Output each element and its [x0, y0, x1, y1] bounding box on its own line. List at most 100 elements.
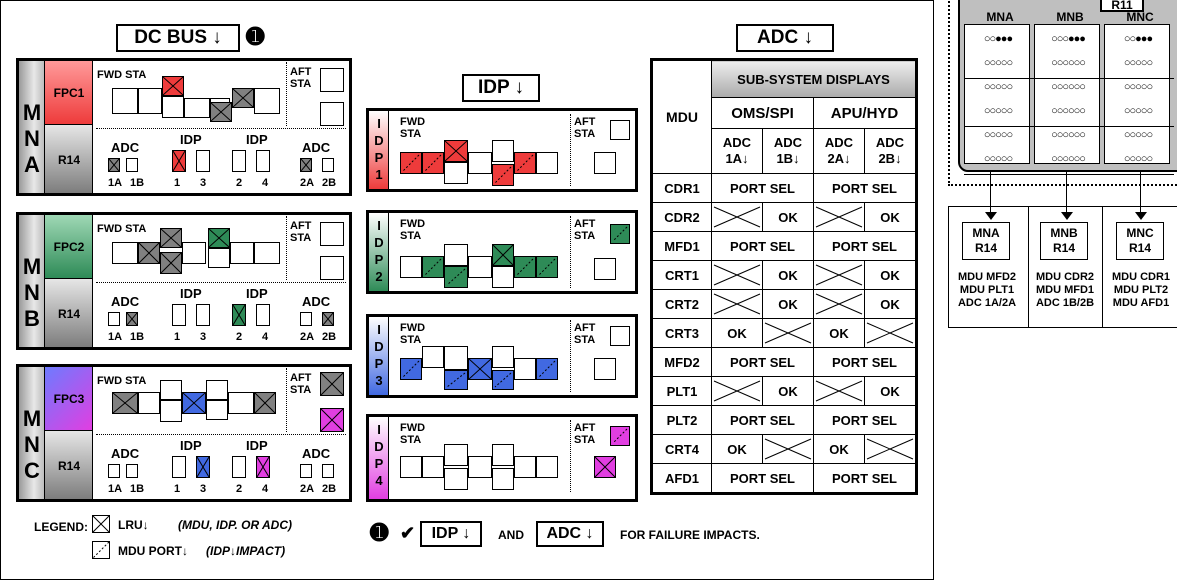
- r11-column: [1034, 24, 1100, 164]
- r14-line: MDU MFD1: [1035, 284, 1095, 296]
- group-label: ADC: [302, 294, 331, 309]
- failed-cell: [813, 289, 865, 319]
- box: [492, 346, 514, 368]
- idp-letter: I: [377, 422, 381, 437]
- r11-dots: ○○○○○: [983, 81, 1013, 93]
- r11-dots: ○○○○○○: [1051, 129, 1086, 141]
- group-label: IDP: [246, 132, 268, 147]
- group-label: IDP: [246, 286, 268, 301]
- failed-cell: [711, 260, 763, 290]
- r14-line: MDU PLT1: [959, 284, 1015, 296]
- box: [444, 346, 468, 370]
- port-number: 2: [236, 177, 243, 189]
- port-fail: [610, 426, 630, 446]
- ok-cell: OK: [762, 376, 814, 406]
- box: [444, 468, 468, 490]
- aft-sta-label: AFT STA: [574, 322, 596, 346]
- r14-line: MDU AFD1: [1112, 297, 1170, 309]
- lru-fail: [254, 392, 276, 414]
- port-sel-cell: PORT SEL: [813, 405, 917, 435]
- r14-line: MDU CDR2: [1035, 271, 1095, 283]
- port-number: 1A: [108, 483, 123, 495]
- divider: [570, 114, 571, 186]
- mn-panel-frame: [16, 58, 352, 196]
- group-label: IDP: [180, 286, 202, 301]
- box: [160, 400, 182, 422]
- box: [492, 140, 514, 162]
- idp-side-bar: [369, 213, 389, 291]
- box: [230, 242, 254, 264]
- ok-cell: OK: [864, 376, 917, 406]
- box: [112, 88, 138, 114]
- idp-title: IDP ↓: [462, 74, 540, 102]
- port-number: 2A: [300, 177, 315, 189]
- fpc-label: FPC2: [53, 240, 85, 254]
- port-fail: [536, 358, 558, 380]
- mdu-name: CRT1: [651, 260, 712, 290]
- box: [422, 456, 444, 478]
- r11-dots: ○○○●●●: [1051, 33, 1086, 45]
- box: [256, 304, 270, 326]
- arrow-head: [1135, 212, 1147, 220]
- box: [468, 256, 492, 278]
- lru-fail: [172, 150, 186, 172]
- box: [126, 158, 138, 172]
- port-number: 2: [236, 331, 243, 343]
- port-number: 1B: [130, 177, 145, 189]
- box: [126, 464, 138, 478]
- box: [610, 326, 630, 346]
- fwd-sta-label: FWD STA: [400, 116, 426, 140]
- r14-label: R14: [57, 307, 80, 321]
- idp-letter: P: [374, 252, 384, 267]
- divider: [96, 282, 346, 283]
- footnote-check: ✔: [400, 523, 416, 543]
- adc-title: ADC ↓: [736, 24, 834, 52]
- group-label: ADC: [302, 140, 331, 155]
- port-number: 1B: [130, 483, 145, 495]
- failed-cell: [711, 376, 763, 406]
- divider: [964, 78, 1174, 79]
- lru-fail: [160, 252, 182, 274]
- port-fail: [422, 256, 444, 278]
- r11-dots: ○○○○○: [983, 153, 1013, 165]
- box: [208, 248, 230, 268]
- legend-port-note: (IDP↓IMPACT): [206, 544, 286, 558]
- divider: [570, 216, 571, 288]
- mn-panel-frame: [16, 364, 352, 502]
- lru-fail: [208, 228, 230, 248]
- port-number: 3: [200, 331, 207, 343]
- box: [254, 242, 280, 264]
- ok-cell: OK: [864, 289, 917, 319]
- lru-fail: [256, 456, 270, 478]
- divider: [1028, 206, 1029, 328]
- failed-cell: [762, 434, 814, 464]
- idp-letter: D: [374, 235, 384, 250]
- legend-lru-icon: [92, 515, 110, 533]
- port-number: 1A: [108, 177, 123, 189]
- port-number: 2A: [300, 331, 315, 343]
- box: [184, 98, 210, 118]
- r11-dots: ○○○○○○: [1051, 105, 1086, 117]
- box: [468, 456, 492, 478]
- lru-fail: [160, 228, 182, 248]
- box: [322, 158, 334, 172]
- group-label: ADC: [111, 294, 140, 309]
- box: [196, 304, 210, 326]
- footnote-marker: ➊: [370, 520, 389, 545]
- group-label: ADC: [111, 140, 140, 155]
- box: [300, 312, 312, 326]
- box: [232, 150, 246, 172]
- port-sel-cell: PORT SEL: [813, 347, 917, 377]
- aft-sta-label: AFT STA: [574, 218, 596, 242]
- port-sel-cell: PORT SEL: [711, 463, 814, 494]
- r14-box: MNA R14: [962, 222, 1010, 260]
- box: [536, 456, 558, 478]
- box: [422, 346, 444, 368]
- aft-sta-label: AFT STA: [290, 66, 312, 90]
- divider: [96, 128, 346, 129]
- idp-letter: 3: [375, 373, 383, 388]
- r14-block: [45, 125, 93, 193]
- group-label: ADC: [302, 446, 331, 461]
- port-fail: [444, 266, 468, 288]
- box: [320, 68, 344, 92]
